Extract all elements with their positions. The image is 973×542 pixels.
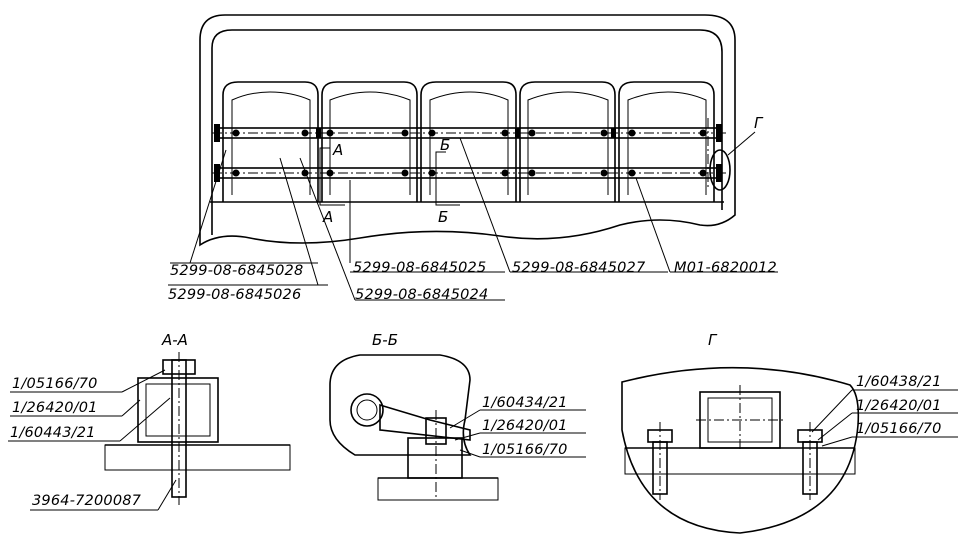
seat-row [210, 81, 724, 203]
section-g-label-2: 1/26420/01 [856, 398, 942, 414]
section-b-label-3: 1/05166/70 [482, 442, 568, 458]
cut-line-a: А А [319, 141, 345, 226]
part-label-6845024: 5299-08-6845024 [355, 287, 488, 303]
cut-mark-g: Г [754, 114, 764, 132]
part-label-6845028: 5299-08-6845028 [170, 263, 303, 279]
section-a-label-3: 1/60443/21 [10, 425, 96, 441]
section-a-label-2: 1/26420/01 [12, 400, 98, 416]
section-a-a: А-А 1/05166/70 1/26420/01 1/60443/21 396… [8, 331, 291, 511]
detail-g: Г 1/60438/21 1/26420/01 1/05166/70 [621, 331, 958, 534]
section-a-label-4: 3964-7200087 [32, 493, 142, 509]
section-b-b: Б-Б 1/60434/21 1/26420/01 1/05166/70 [329, 331, 586, 501]
part-label-6845026: 5299-08-6845026 [168, 287, 301, 303]
section-a-title: А-А [161, 331, 188, 349]
cut-mark-b-bottom: Б [438, 208, 448, 226]
section-a-leaders [8, 369, 177, 511]
mounting-rails [212, 118, 726, 190]
cut-line-b: Б Б [435, 136, 460, 226]
detail-g-callout [709, 149, 731, 191]
section-b-label-2: 1/26420/01 [482, 418, 568, 434]
cut-mark-b-top: Б [440, 136, 450, 154]
section-g-title: Г [708, 331, 718, 349]
leader-lines [168, 137, 778, 301]
part-label-6820012: М01-6820012 [674, 260, 777, 276]
section-a-label-1: 1/05166/70 [12, 376, 98, 392]
section-b-title: Б-Б [372, 331, 398, 349]
cut-mark-a-top: А [332, 141, 343, 159]
section-g-label-1: 1/60438/21 [856, 374, 942, 390]
cut-mark-a-bottom: А [322, 208, 333, 226]
section-g-label-3: 1/05166/70 [856, 421, 942, 437]
floor-hatch [104, 444, 291, 471]
top-view: Г А А Б Б 5299-08-6845028 5299 [168, 14, 778, 303]
part-label-6845027: 5299-08-6845027 [512, 260, 646, 276]
part-label-6845025: 5299-08-6845025 [353, 260, 486, 276]
section-b-label-1: 1/60434/21 [482, 395, 568, 411]
section-b-leaders [449, 409, 586, 458]
section-g-leaders [811, 389, 958, 447]
